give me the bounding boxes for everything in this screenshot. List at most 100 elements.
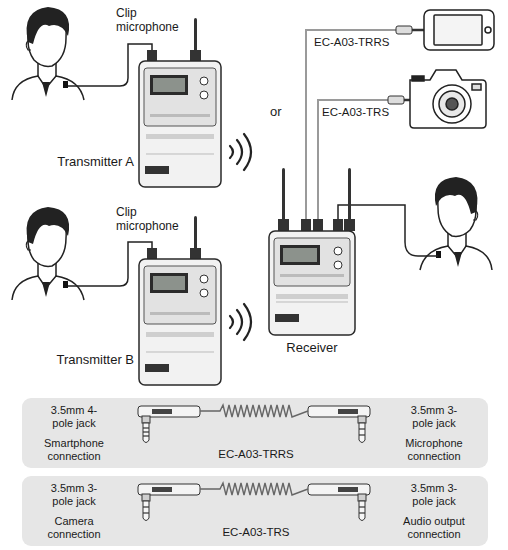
antenna (278, 219, 289, 231)
cable-drawing (143, 423, 149, 443)
antenna (282, 168, 285, 222)
wireless-waves (230, 146, 233, 158)
cable-drawing (142, 416, 150, 423)
cable-plug (388, 96, 404, 104)
note: or (270, 104, 300, 120)
antenna (348, 168, 351, 222)
camera (410, 70, 486, 128)
part-label: Clip microphone (116, 205, 188, 234)
device-body (276, 302, 348, 303)
wireless-waves (244, 304, 251, 340)
device-body (280, 245, 320, 265)
device-body (200, 91, 208, 99)
cable-drawing (152, 487, 172, 492)
jack-note: 3.5mm 3-pole jack (402, 404, 466, 430)
antenna (301, 219, 311, 231)
text-holder: 3.5mm 4-pole jack (42, 404, 106, 430)
cable-model: EC-A03-TRS (322, 106, 406, 120)
antenna (190, 50, 201, 61)
cable-drawing (143, 506, 149, 507)
device-body (150, 312, 210, 315)
jack-note: Microphone connection (402, 437, 466, 463)
device-body (275, 314, 299, 322)
device-body (146, 154, 214, 155)
cable-drawing (359, 501, 365, 521)
smartphone (424, 10, 494, 50)
device-body (150, 114, 210, 117)
cable-drawing (359, 434, 365, 435)
device-body (138, 60, 222, 188)
jack-note: Smartphone connection (42, 437, 106, 463)
antenna (147, 50, 157, 61)
text-holder: Transmitter B (36, 352, 134, 368)
cable-drawing (143, 435, 149, 436)
cable-drawing (359, 512, 365, 513)
cable-drawing (152, 409, 172, 414)
camera (439, 91, 465, 117)
device-label: Transmitter A (36, 154, 134, 170)
device-body (145, 364, 169, 372)
antenna (147, 248, 157, 259)
cable-drawing (138, 406, 200, 417)
device-body (283, 248, 317, 262)
device-body (280, 274, 344, 277)
antenna (194, 216, 197, 252)
cable-drawing (338, 487, 358, 492)
cable-drawing (338, 409, 358, 414)
device-body (138, 258, 222, 386)
jack-note: Audio output connection (402, 515, 466, 541)
device-body (150, 75, 188, 95)
cable-drawing (143, 431, 149, 432)
cable-model: EC-A03-TRRS (194, 448, 318, 462)
part-label: Clip microphone (116, 6, 188, 35)
cable-plug (396, 26, 412, 34)
cable-plug (404, 99, 410, 102)
text-holder: Receiver (262, 340, 362, 356)
cable-drawing (358, 416, 366, 423)
cable-plug (412, 29, 424, 32)
cable-drawing (200, 405, 308, 417)
cable-drawing (138, 484, 200, 495)
device-body (334, 261, 342, 269)
text-holder: EC-A03-TRS (194, 526, 318, 540)
antenna (344, 219, 355, 231)
device-body (139, 259, 221, 385)
cable-drawing (359, 506, 365, 507)
text-holder: 3.5mm 3-pole jack (402, 482, 466, 508)
device-body (200, 77, 208, 85)
wireless-waves (244, 134, 251, 170)
device-body (269, 231, 355, 335)
cable-drawing (143, 427, 149, 428)
antenna (313, 219, 323, 231)
cable-panel: 3.5mm 4-pole jackSmartphone connection EC… (22, 398, 488, 468)
transmitter-unit: Transmitter A (138, 60, 222, 188)
camera (446, 98, 458, 110)
cable-drawing (358, 494, 366, 501)
cable-drawing (308, 406, 370, 417)
jack-note: Camera connection (42, 515, 106, 541)
device-body (144, 266, 216, 324)
text-holder: EC-A03-TRS (322, 106, 406, 120)
text-holder: Clip microphone (116, 6, 188, 35)
jack-note: 3.5mm 4-pole jack (42, 404, 106, 430)
device-body (334, 247, 342, 255)
cable-panel: 3.5mm 3-pole jackCamera connection EC-A03… (22, 476, 488, 546)
device-label: Receiver (262, 340, 362, 356)
text-holder: 3.5mm 3-pole jack (402, 404, 466, 430)
cable-model: EC-A03-TRS (194, 526, 318, 540)
smartphone (434, 15, 482, 45)
device-body (274, 238, 350, 286)
antenna (333, 219, 343, 231)
device-body (153, 276, 185, 290)
device-body (146, 332, 214, 337)
camera (433, 85, 471, 123)
wireless-waves (237, 310, 242, 334)
device-label: Transmitter B (36, 352, 134, 368)
output-cable (306, 30, 396, 219)
text-holder: EC-A03-TRRS (314, 36, 404, 50)
device-body (200, 289, 208, 297)
device-body (146, 352, 214, 353)
text-holder: 3.5mm 3-pole jack (42, 482, 106, 508)
camera (472, 84, 481, 90)
